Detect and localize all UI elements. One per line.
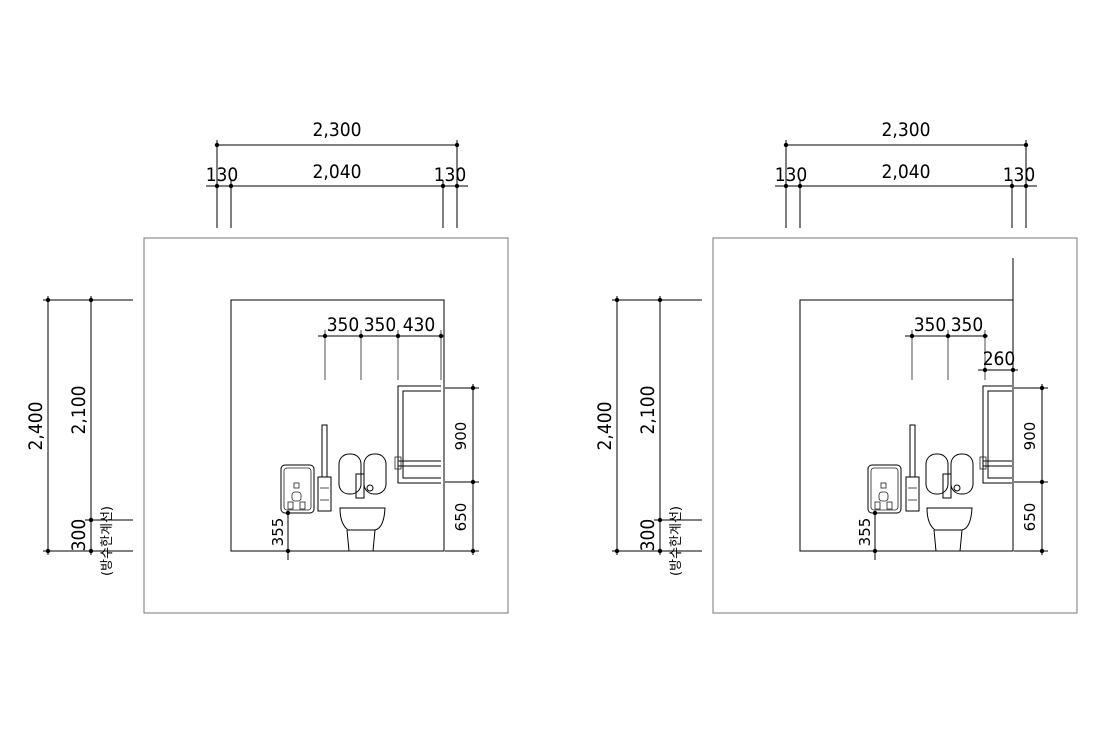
panel-right: 2,300 2,040 130 130 2,400 2,100 300 (방수한… — [594, 119, 1078, 614]
rail-dimensions: 900 650 — [445, 384, 479, 555]
rail-dimensions: 900 650 — [1014, 384, 1048, 555]
dim-inner-width: 2,040 — [882, 161, 931, 183]
sanitary-fixtures — [280, 385, 441, 552]
fixed-grab-rail-icon — [394, 385, 441, 484]
sanitary-bin-icon — [280, 464, 315, 514]
panel-left: 2,300 2,040 130 130 2,400 2,100 300 (방수한… — [25, 119, 509, 614]
dim-rail-upper: 900 — [452, 422, 470, 451]
left-dimensions: 2,400 2,100 300 (방수한계선) — [25, 296, 133, 576]
dim-total-height: 2,400 — [25, 402, 47, 451]
sanitary-bin-icon — [867, 464, 902, 514]
top-dimensions: 2,300 2,040 130 130 — [206, 119, 468, 228]
paper-dimension: 355 — [856, 510, 878, 560]
dim-base-height: 300 — [68, 519, 90, 552]
dim-right-margin: 130 — [1003, 164, 1036, 186]
dim-rail-offset: 260 — [983, 348, 1016, 370]
room-frame — [143, 237, 509, 614]
dim-inner-height: 2,100 — [68, 386, 90, 435]
dim-fixture-1: 350 — [327, 314, 360, 336]
dim-inner-width: 2,040 — [313, 161, 362, 183]
dim-total-width: 2,300 — [313, 119, 362, 141]
dim-inner-height: 2,100 — [637, 386, 659, 435]
flip-grab-bar-icon — [317, 424, 332, 512]
dim-paper-height: 355 — [856, 518, 874, 547]
paper-dimension: 355 — [269, 510, 291, 560]
dim-right-margin: 130 — [434, 164, 467, 186]
fixture-dimensions: 350 350 260 — [905, 314, 1018, 380]
waterproof-note: (방수한계선) — [100, 506, 115, 576]
dim-rail-upper: 900 — [1021, 422, 1039, 451]
dim-left-margin: 130 — [775, 164, 808, 186]
dim-fixture-3: 430 — [403, 314, 436, 336]
dim-left-margin: 130 — [206, 164, 239, 186]
dim-fixture-1: 350 — [914, 314, 947, 336]
dim-total-height: 2,400 — [594, 402, 616, 451]
sanitary-fixtures — [867, 385, 1012, 552]
wall-elevation — [799, 299, 1014, 552]
dim-fixture-2: 350 — [951, 314, 984, 336]
dim-base-height: 300 — [637, 519, 659, 552]
top-dimensions: 2,300 2,040 130 130 — [775, 119, 1037, 228]
toilet-icon — [338, 453, 387, 552]
waterproof-note: (방수한계선) — [669, 506, 684, 576]
dim-rail-lower: 650 — [1021, 503, 1039, 532]
room-frame — [712, 237, 1078, 614]
left-dimensions: 2,400 2,100 300 (방수한계선) — [594, 296, 702, 576]
toilet-icon — [925, 453, 974, 552]
fixed-grab-rail-icon — [979, 385, 1012, 484]
fixture-dimensions: 350 350 430 — [318, 314, 444, 380]
dim-total-width: 2,300 — [882, 119, 931, 141]
wall-elevation — [230, 299, 445, 552]
flip-grab-bar-icon — [905, 424, 920, 512]
dim-rail-lower: 650 — [452, 503, 470, 532]
dim-paper-height: 355 — [269, 518, 287, 547]
dim-fixture-2: 350 — [364, 314, 397, 336]
